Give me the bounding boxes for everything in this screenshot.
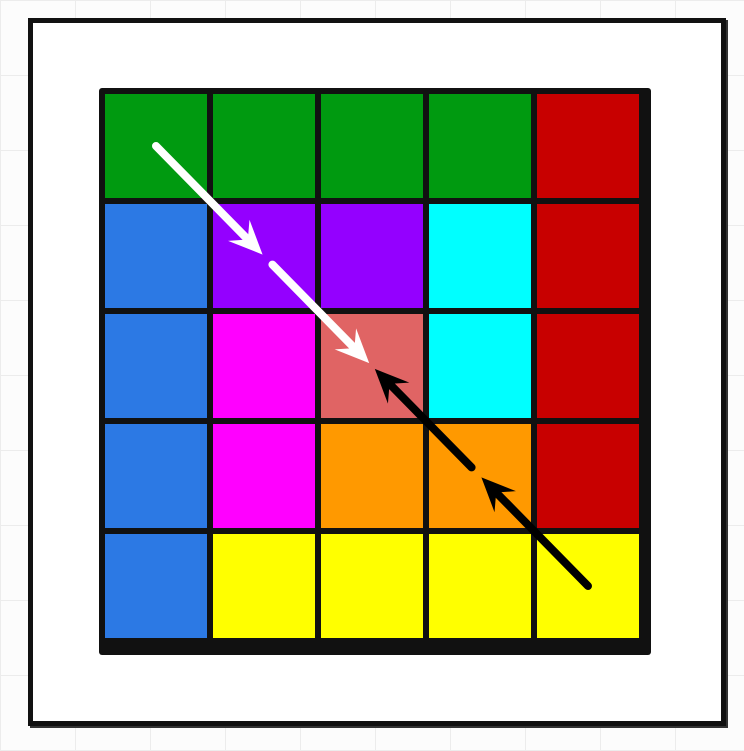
board-cell-r5-c2[interactable] [213, 534, 315, 638]
board-cell-r2-c4[interactable] [429, 204, 531, 308]
board-cell-r3-c3[interactable] [321, 314, 423, 418]
board-cell-r1-c2[interactable] [213, 94, 315, 198]
board-cell-r4-c5[interactable] [537, 424, 639, 528]
board-cell-r3-c2[interactable] [213, 314, 315, 418]
board-cell-r3-c4[interactable] [429, 314, 531, 418]
puzzle-board [99, 88, 651, 655]
board-cell-r1-c5[interactable] [537, 94, 639, 198]
board-cell-r4-c4[interactable] [429, 424, 531, 528]
board-cell-r1-c3[interactable] [321, 94, 423, 198]
board-cell-r1-c4[interactable] [429, 94, 531, 198]
board-cell-r2-c2[interactable] [213, 204, 315, 308]
board-cell-r4-c2[interactable] [213, 424, 315, 528]
board-cell-r4-c1[interactable] [105, 424, 207, 528]
board-cell-r5-c1[interactable] [105, 534, 207, 638]
board-cell-r5-c5[interactable] [537, 534, 639, 638]
board-cell-r5-c3[interactable] [321, 534, 423, 638]
board-cell-r5-c4[interactable] [429, 534, 531, 638]
board-cell-r2-c5[interactable] [537, 204, 639, 308]
board-cell-r1-c1[interactable] [105, 94, 207, 198]
board-cell-r3-c1[interactable] [105, 314, 207, 418]
board-cell-r3-c5[interactable] [537, 314, 639, 418]
board-cell-r2-c3[interactable] [321, 204, 423, 308]
board-cell-r2-c1[interactable] [105, 204, 207, 308]
board-cell-r4-c3[interactable] [321, 424, 423, 528]
